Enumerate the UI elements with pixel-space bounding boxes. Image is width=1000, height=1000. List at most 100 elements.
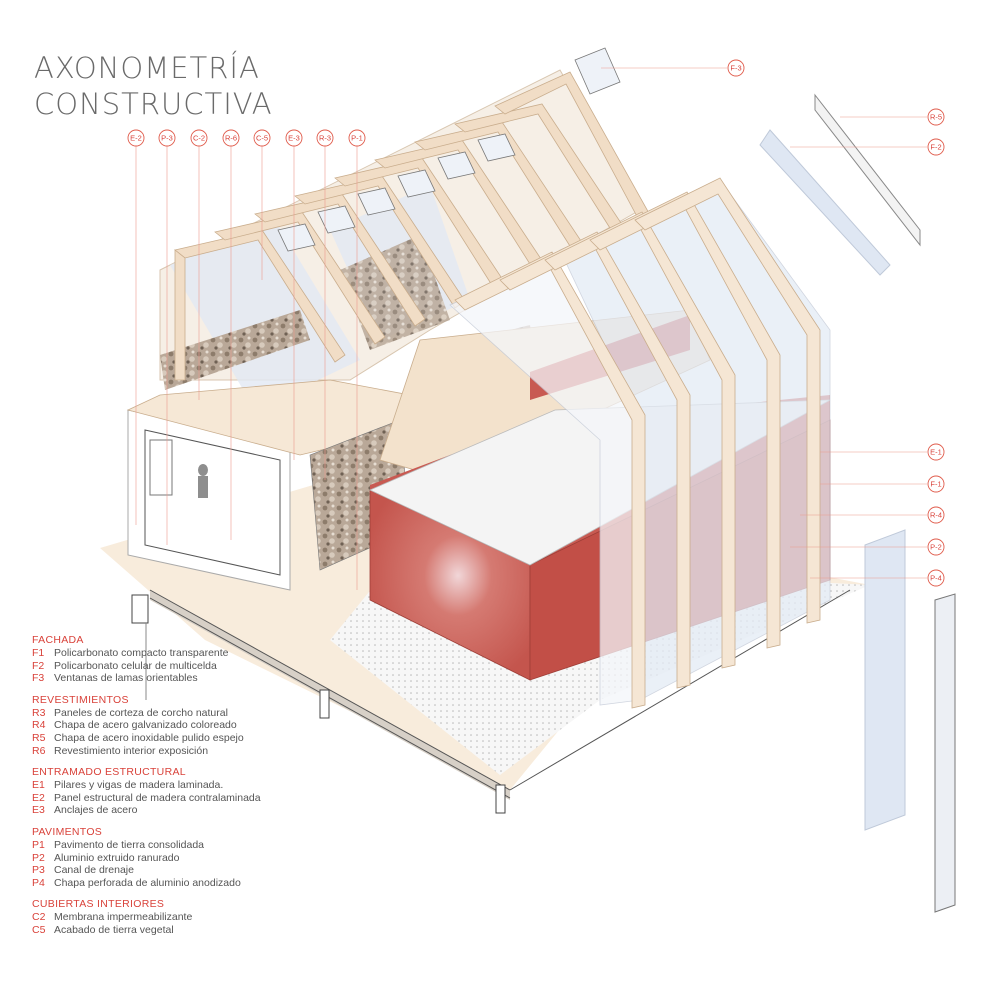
- legend-code: R3: [32, 706, 46, 719]
- svg-text:P-2: P-2: [930, 543, 942, 552]
- legend-code: C5: [32, 923, 46, 936]
- legend-text: Chapa de acero inoxidable pulido espejo: [54, 731, 244, 744]
- legend-heading: CUBIERTAS INTERIORES: [32, 898, 165, 911]
- legend-item: P4 Chapa perforada de aluminio anodizado: [32, 877, 392, 890]
- legend-item: F1 Policarbonato compacto transparente: [32, 647, 392, 660]
- title-line-1: AXONOMETRÍA: [34, 51, 260, 85]
- legend-code: E1: [32, 779, 45, 792]
- svg-text:F-2: F-2: [930, 143, 941, 152]
- legend-item: F2 Policarbonato celular de multicelda: [32, 660, 392, 673]
- legend-heading: REVESTIMIENTOS: [32, 693, 129, 706]
- legend-text: Anclajes de acero: [54, 804, 138, 817]
- tag-p-4: P-4: [927, 569, 945, 587]
- legend-item: P3 Canal de drenaje: [32, 864, 392, 877]
- svg-text:C-2: C-2: [193, 134, 205, 143]
- legend-item: C5 Acabado de tierra vegetal: [32, 924, 392, 937]
- svg-text:C-5: C-5: [256, 134, 268, 143]
- legend-item: P1 Pavimento de tierra consolidada: [32, 839, 392, 852]
- tag-e-1: E-1: [927, 443, 945, 461]
- svg-text:E-3: E-3: [288, 134, 300, 143]
- legend-text: Canal de drenaje: [54, 864, 134, 877]
- tag-f-3: F-3: [727, 59, 745, 77]
- legend-code: P2: [32, 851, 45, 864]
- legend-code: F3: [32, 672, 45, 685]
- tag-f-1: F-1: [927, 475, 945, 493]
- legend-heading: FACHADA: [32, 634, 84, 646]
- legend-text: Acabado de tierra vegetal: [54, 923, 174, 936]
- legend-heading: ENTRAMADO ESTRUCTURAL: [32, 766, 186, 779]
- legend-code: R6: [32, 744, 46, 757]
- svg-text:R-4: R-4: [930, 511, 942, 520]
- legend-code: F1: [32, 647, 45, 659]
- legend-text: Pilares y vigas de madera laminada.: [54, 779, 224, 792]
- svg-text:P-4: P-4: [930, 574, 942, 583]
- legend-text: Revestimiento interior exposición: [54, 744, 209, 757]
- tag-c-5: C-5: [253, 129, 271, 147]
- legend-text: Ventanas de lamas orientables: [54, 672, 198, 685]
- svg-text:P-1: P-1: [351, 134, 363, 143]
- legend-text: Panel estructural de madera contralamina…: [54, 791, 261, 804]
- legend-code: P1: [32, 838, 45, 851]
- top-leaders: [135, 146, 358, 590]
- exhibition-box: [126, 379, 491, 591]
- front-roof-frames: [454, 177, 821, 709]
- legend-item: C2 Membrana impermeabilizante: [32, 911, 392, 924]
- svg-text:R-3: R-3: [319, 134, 331, 143]
- legend-item: F3 Ventanas de lamas orientables: [32, 672, 392, 685]
- legend-code: E2: [32, 791, 45, 804]
- legend-item: E1 Pilares y vigas de madera laminada.: [32, 779, 392, 792]
- human-figure: [198, 464, 208, 476]
- legend-code: R5: [32, 731, 46, 744]
- tag-r-3: R-3: [316, 129, 334, 147]
- legend-text: Policarbonato celular de multicelda: [54, 659, 217, 672]
- tag-p-1: P-1: [348, 129, 366, 147]
- right-tags: F-3 R-5 F-2 E-1 F-1 R-4 P-2 P-4: [727, 59, 945, 587]
- exploded-facade-panels: [759, 93, 956, 913]
- legend-heading: PAVIMENTOS: [32, 825, 103, 838]
- svg-text:R-5: R-5: [930, 113, 942, 122]
- title-line-2: CONSTRUCTIVA: [34, 87, 273, 121]
- legend-item: R4 Chapa de acero galvanizado coloreado: [32, 719, 392, 732]
- svg-text:E-1: E-1: [930, 448, 942, 457]
- legend-text: Paneles de corteza de corcho natural: [54, 706, 228, 719]
- tag-f-2: F-2: [927, 138, 945, 156]
- legend-item: P2 Aluminio extruido ranurado: [32, 852, 392, 865]
- svg-text:E-2: E-2: [130, 134, 142, 143]
- steel-anchors: [131, 594, 506, 814]
- svg-text:P-3: P-3: [161, 134, 173, 143]
- legend-code: F2: [32, 659, 45, 672]
- legend-code: C2: [32, 911, 46, 924]
- back-hall-structure: [159, 69, 641, 410]
- drawing-title: AXONOMETRÍA CONSTRUCTIVA: [34, 50, 273, 122]
- legend-item: E2 Panel estructural de madera contralami…: [32, 792, 392, 805]
- legend-code: P4: [32, 876, 45, 889]
- tag-p-2: P-2: [927, 538, 945, 556]
- tag-p-3: P-3: [158, 129, 176, 147]
- legend-item: R5 Chapa de acero inoxidable pulido espej…: [32, 732, 392, 745]
- legend-text: Policarbonato compacto transparente: [54, 647, 229, 659]
- legend-text: Membrana impermeabilizante: [54, 911, 193, 924]
- legend-text: Chapa perforada de aluminio anodizado: [54, 876, 241, 889]
- legend-text: Pavimento de tierra consolidada: [54, 838, 205, 851]
- svg-text:R-6: R-6: [225, 134, 237, 143]
- legend-text: Aluminio extruido ranurado: [54, 851, 180, 864]
- legend-code: P3: [32, 864, 45, 877]
- tag-e-2: E-2: [127, 129, 145, 147]
- tag-r-6: R-6: [222, 129, 240, 147]
- svg-text:F-1: F-1: [930, 480, 941, 489]
- legend-code: R4: [32, 719, 46, 732]
- tag-r-4: R-4: [927, 506, 945, 524]
- tag-e-3: E-3: [285, 129, 303, 147]
- back-roof-frames: [174, 71, 651, 381]
- legend-text: Chapa de acero galvanizado coloreado: [54, 719, 237, 732]
- tag-c-2: C-2: [190, 129, 208, 147]
- louvre-windows: [277, 47, 621, 252]
